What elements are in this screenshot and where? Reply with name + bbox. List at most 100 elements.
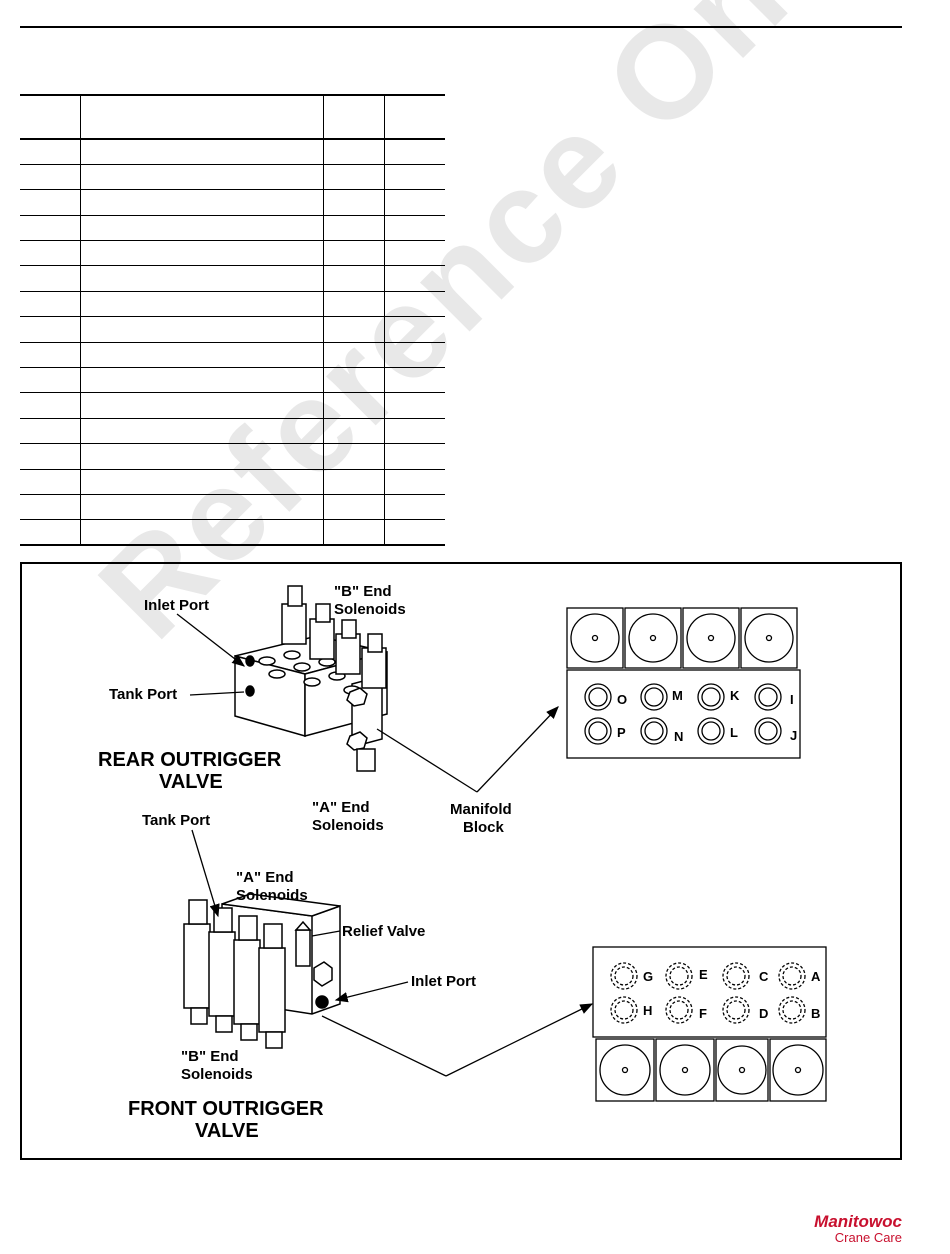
table-cell: [323, 265, 385, 292]
table-cell: [384, 367, 445, 394]
port-a-label: A: [811, 969, 821, 984]
brand-name: Manitowoc: [814, 1212, 902, 1231]
outrigger-valve-figure: Inlet Port Tank Port "B" End Solenoids "…: [20, 562, 902, 1160]
table-row: [20, 342, 445, 369]
table-row: [20, 392, 445, 419]
front-tank-port-label: Tank Port: [142, 812, 210, 829]
port-j-label: J: [790, 728, 797, 743]
table-cell: [384, 316, 445, 343]
table-cell: [384, 342, 445, 369]
table-cell: [20, 139, 81, 165]
table-cell: [384, 164, 445, 191]
port-p-label: P: [617, 725, 626, 740]
rear-inlet-port-label: Inlet Port: [144, 597, 209, 614]
rear-valve-title-1: REAR OUTRIGGER: [98, 749, 282, 771]
port-c-label: C: [759, 969, 769, 984]
table-cell: [80, 342, 324, 369]
rear-b-end-label-2: Solenoids: [334, 601, 406, 618]
table-cell: [20, 215, 81, 242]
rear-tank-port-label: Tank Port: [109, 686, 177, 703]
table-row: [20, 519, 445, 547]
manifold-label-1: Manifold: [450, 801, 512, 818]
table-cell: [20, 265, 81, 292]
table-cell: [384, 418, 445, 445]
table-cell: [384, 494, 445, 521]
table-cell: [323, 418, 385, 445]
front-inlet-port-label: Inlet Port: [411, 973, 476, 990]
front-b-end-label-1: "B" End: [181, 1048, 239, 1065]
front-b-end-label-2: Solenoids: [181, 1066, 253, 1083]
table-cell: [20, 469, 81, 495]
table-cell: [20, 164, 81, 191]
manitowoc-logo: Manitowoc Crane Care: [814, 1212, 902, 1245]
table-cell: [323, 392, 385, 419]
table-cell: [384, 215, 445, 242]
table-row: [20, 215, 445, 242]
port-f-label: F: [699, 1006, 707, 1021]
table-cell: [80, 240, 324, 267]
rear-valve-title-2: VALVE: [159, 771, 223, 793]
table-row: [20, 189, 445, 216]
table-cell: [384, 443, 445, 470]
rear-b-end-label-1: "B" End: [334, 583, 392, 600]
port-o-label: O: [617, 692, 627, 707]
table-row: [20, 265, 445, 292]
front-valve-title-2: VALVE: [195, 1120, 259, 1142]
table-cell: [80, 139, 324, 165]
table-cell: [323, 215, 385, 242]
port-b-label: B: [811, 1006, 820, 1021]
brand-subtitle: Crane Care: [834, 1230, 902, 1245]
table-cell: [20, 519, 81, 547]
table-cell: [80, 519, 324, 547]
manifold-label-2: Block: [463, 819, 505, 836]
table-cell: [80, 215, 324, 242]
relief-valve-label: Relief Valve: [342, 923, 425, 940]
table-cell: [323, 189, 385, 216]
port-l-label: L: [730, 725, 738, 740]
table-row: [20, 291, 445, 318]
table-cell: [80, 265, 324, 292]
table-cell: [323, 494, 385, 521]
table-cell: [384, 392, 445, 419]
front-valve-drawing: [183, 893, 341, 1049]
table-cell: [323, 443, 385, 470]
table-cell: [80, 189, 324, 216]
front-valve-title-1: FRONT OUTRIGGER: [128, 1098, 324, 1120]
port-m-label: M: [672, 688, 683, 703]
table-cell: [384, 240, 445, 267]
header-rule: [20, 26, 902, 28]
table-row: [20, 316, 445, 343]
valve-diagram: Inlet Port Tank Port "B" End Solenoids "…: [98, 583, 827, 1142]
rear-valve-drawing: [234, 585, 388, 772]
table-cell: [80, 291, 324, 318]
port-d-label: D: [759, 1006, 768, 1021]
table-row: [20, 164, 445, 191]
table-cell: [80, 469, 324, 495]
front-a-end-label-2: Solenoids: [236, 887, 308, 904]
front-a-end-label-1: "A" End: [236, 869, 294, 886]
table-row: [20, 494, 445, 521]
table-cell: [384, 189, 445, 216]
table-cell: [323, 367, 385, 394]
table-cell: [323, 316, 385, 343]
table-cell: [20, 316, 81, 343]
table-cell: [80, 164, 324, 191]
port-e-label: E: [699, 967, 708, 982]
table-cell: [20, 418, 81, 445]
front-port-diagram: [592, 946, 827, 1102]
table-row: [20, 443, 445, 470]
table-cell: [20, 342, 81, 369]
table-cell: [323, 342, 385, 369]
table-cell: [80, 367, 324, 394]
table-row: [20, 240, 445, 267]
table-cell: [20, 240, 81, 267]
parts-table: [20, 94, 445, 547]
table-cell: [20, 443, 81, 470]
table-cell: [323, 469, 385, 495]
table-cell: [20, 367, 81, 394]
port-n-label: N: [674, 729, 683, 744]
table-cell: [323, 164, 385, 191]
table-cell: [384, 291, 445, 318]
port-g-label: G: [643, 969, 653, 984]
table-cell: [80, 316, 324, 343]
